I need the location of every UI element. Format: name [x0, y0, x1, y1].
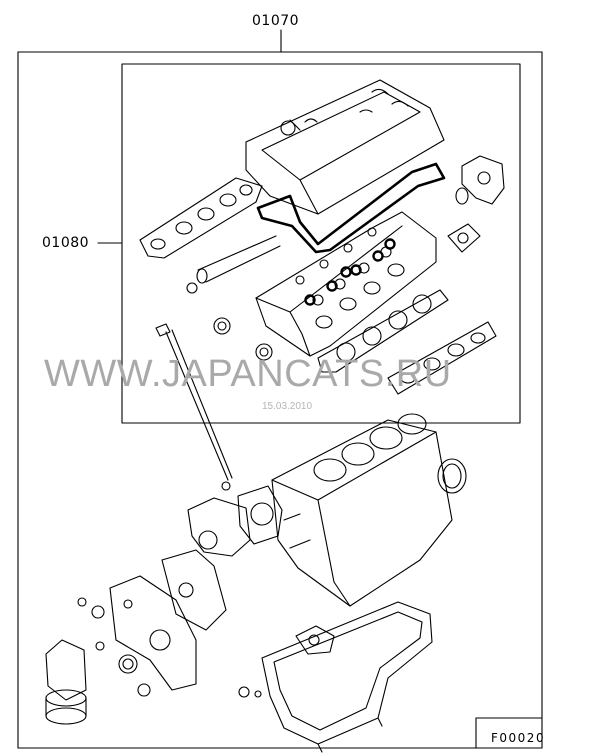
oil-strainer-gasket: [295, 625, 335, 655]
outer-kit-frame: [17, 51, 543, 749]
o-ring: [186, 282, 198, 294]
timing-cover-gasket: [161, 549, 227, 631]
date-stamp: 15.03.2010: [262, 401, 313, 412]
figure-code: F00020: [491, 731, 546, 745]
exhaust-manifold-gasket: [387, 321, 497, 395]
thermostat-housing: [461, 155, 505, 205]
camshaft-seals: [213, 317, 273, 361]
oil-level-gauge: [155, 323, 233, 491]
oil-filter-bracket: [45, 639, 87, 725]
water-outlet-gasket: [447, 223, 481, 253]
oil-pan: [261, 601, 433, 753]
thermostat-gasket: [455, 187, 469, 205]
cylinder-head-cover: [245, 79, 445, 215]
valve-stem-seals: [304, 238, 396, 306]
outer-kit-label: 01070: [252, 13, 300, 29]
cylinder-block: [271, 413, 453, 607]
water-pump: [187, 497, 251, 557]
drain-plug: [238, 686, 262, 698]
figure-code-box: [475, 717, 543, 749]
intake-manifold-gasket: [139, 177, 263, 259]
frames: [17, 29, 543, 749]
water-pipe: [196, 235, 281, 284]
valve-cover-gasket: [256, 162, 446, 254]
inner-kit-label: 01080: [42, 235, 90, 251]
front-case-gasket: [109, 575, 197, 691]
front-oil-seals: [91, 605, 151, 697]
small-o-ring: [77, 597, 87, 607]
head-gasket: [317, 289, 449, 373]
water-pump-gasket: [237, 485, 283, 545]
rear-oil-seal: [437, 458, 467, 494]
watermark-text: WWW.JAPANCATS.RU: [44, 353, 452, 395]
cylinder-head: [255, 211, 437, 357]
